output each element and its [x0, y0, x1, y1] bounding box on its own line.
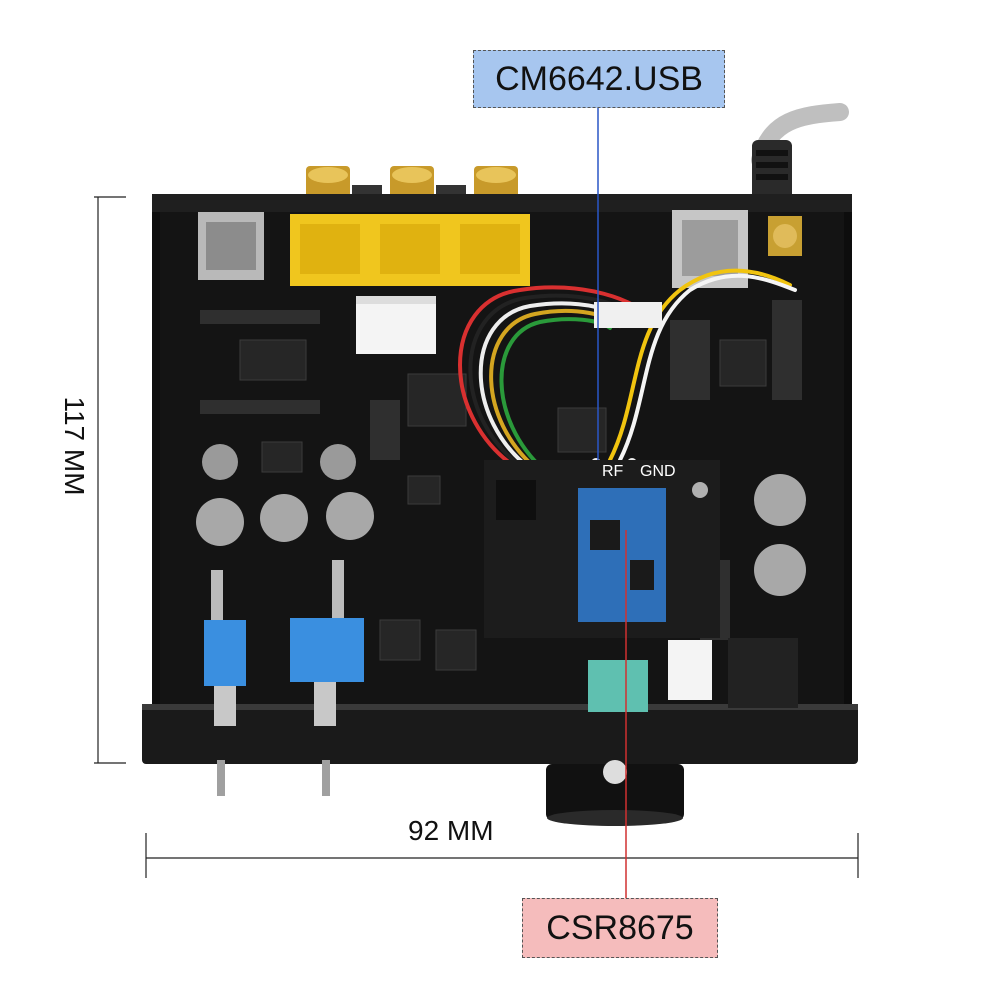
toggle-switches — [204, 560, 364, 796]
usb-chip-callout-label: CM6642.USB — [495, 59, 703, 98]
usb-chip-callout: CM6642.USB — [473, 50, 725, 108]
bluetooth-module-callout: CSR8675 — [522, 898, 718, 958]
rf-label: RF — [602, 463, 624, 480]
volume-knob — [546, 760, 684, 826]
rca-block — [290, 214, 530, 286]
bluetooth-module-callout-label: CSR8675 — [546, 908, 694, 947]
wire-connector — [594, 302, 662, 328]
antenna-cable — [751, 103, 849, 200]
connectors-lower — [588, 638, 798, 712]
relay — [356, 296, 436, 354]
height-dimension — [94, 196, 126, 764]
width-dimension-label: 92 MM — [408, 815, 494, 846]
bluetooth-module — [484, 460, 720, 638]
gnd-label: GND — [640, 463, 676, 480]
width-dimension — [145, 833, 859, 878]
front-panel — [142, 704, 858, 764]
height-dimension-label: 117 MM — [59, 396, 90, 496]
ic-chips — [239, 339, 767, 671]
